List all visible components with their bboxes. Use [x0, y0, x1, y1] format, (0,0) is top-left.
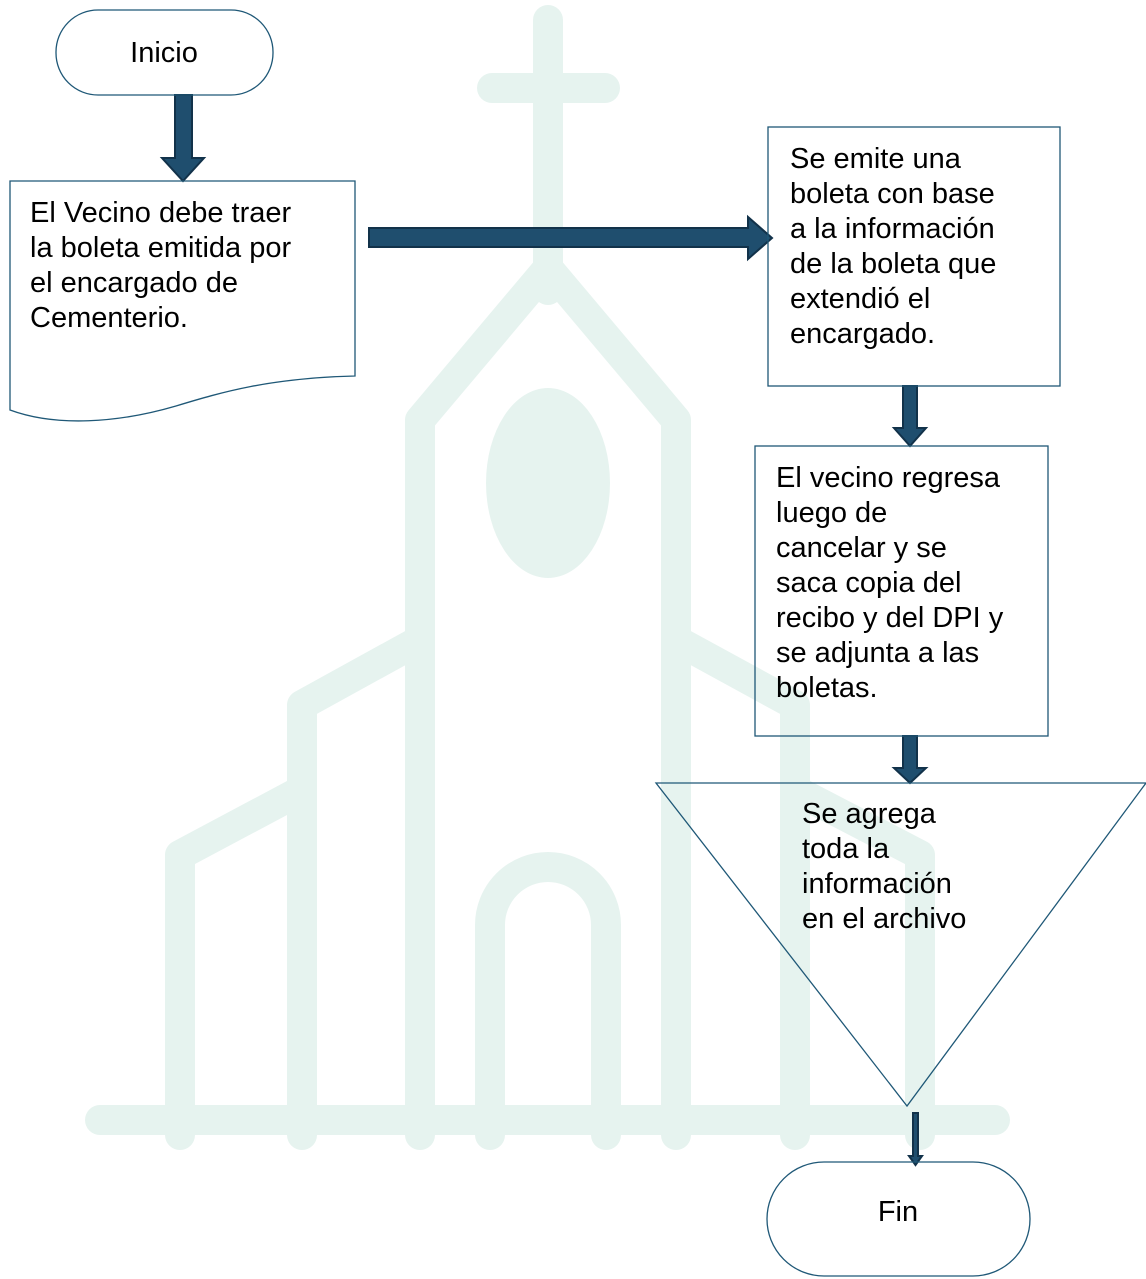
merge-triangle-step4 — [654, 782, 1146, 1108]
document-shape-step1 — [9, 180, 356, 422]
step1-line: el encargado de — [30, 267, 238, 299]
step3-line: luego de — [776, 497, 888, 529]
step3-line: saca copia del — [776, 567, 962, 599]
step3-line: se adjunta a las — [776, 637, 980, 669]
step1-line: la boleta emitida por — [30, 232, 292, 264]
step3-line: cancelar y se — [776, 532, 947, 564]
step4-line: información — [802, 868, 952, 900]
step4-line: toda la — [802, 833, 890, 865]
end-label: Fin — [878, 1196, 918, 1228]
step2-text: Se emite una boleta con base a la inform… — [790, 142, 996, 352]
step3-line: recibo y del DPI y — [776, 602, 1004, 634]
step3-line: boletas. — [776, 672, 878, 704]
step3-line: El vecino regresa — [776, 462, 1001, 494]
arrow-step3-to-step4 — [891, 735, 929, 785]
step2-line: Se emite una — [790, 143, 961, 175]
step1-line: El Vecino debe traer — [30, 197, 292, 229]
step4-text: Se agrega toda la información en el arch… — [802, 797, 1002, 933]
step1-text: El Vecino debe traer la boleta emitida p… — [30, 196, 291, 336]
step2-line: de la boleta que — [790, 248, 997, 280]
step2-line: encargado. — [790, 318, 936, 350]
arrow-start-to-step1 — [159, 94, 207, 183]
process-box-step2 — [767, 126, 1061, 387]
step4-line: en el archivo — [802, 903, 967, 933]
start-label: Inicio — [130, 37, 198, 69]
step2-line: boleta con base — [790, 178, 995, 210]
step3-text: El vecino regresa luego de cancelar y se… — [776, 461, 1003, 706]
end-terminator — [766, 1161, 1031, 1277]
process-box-step3 — [754, 445, 1049, 737]
arrow-step4-to-end — [907, 1112, 924, 1167]
step1-line: Cementerio. — [30, 302, 188, 334]
church-icon — [85, 5, 1010, 1150]
step4-line: Se agrega — [802, 798, 936, 830]
start-terminator — [55, 9, 274, 96]
step2-line: extendió el — [790, 283, 931, 315]
arrow-step1-to-step2 — [368, 214, 774, 262]
step2-line: a la información — [790, 213, 995, 245]
arrow-step2-to-step3 — [891, 385, 929, 448]
